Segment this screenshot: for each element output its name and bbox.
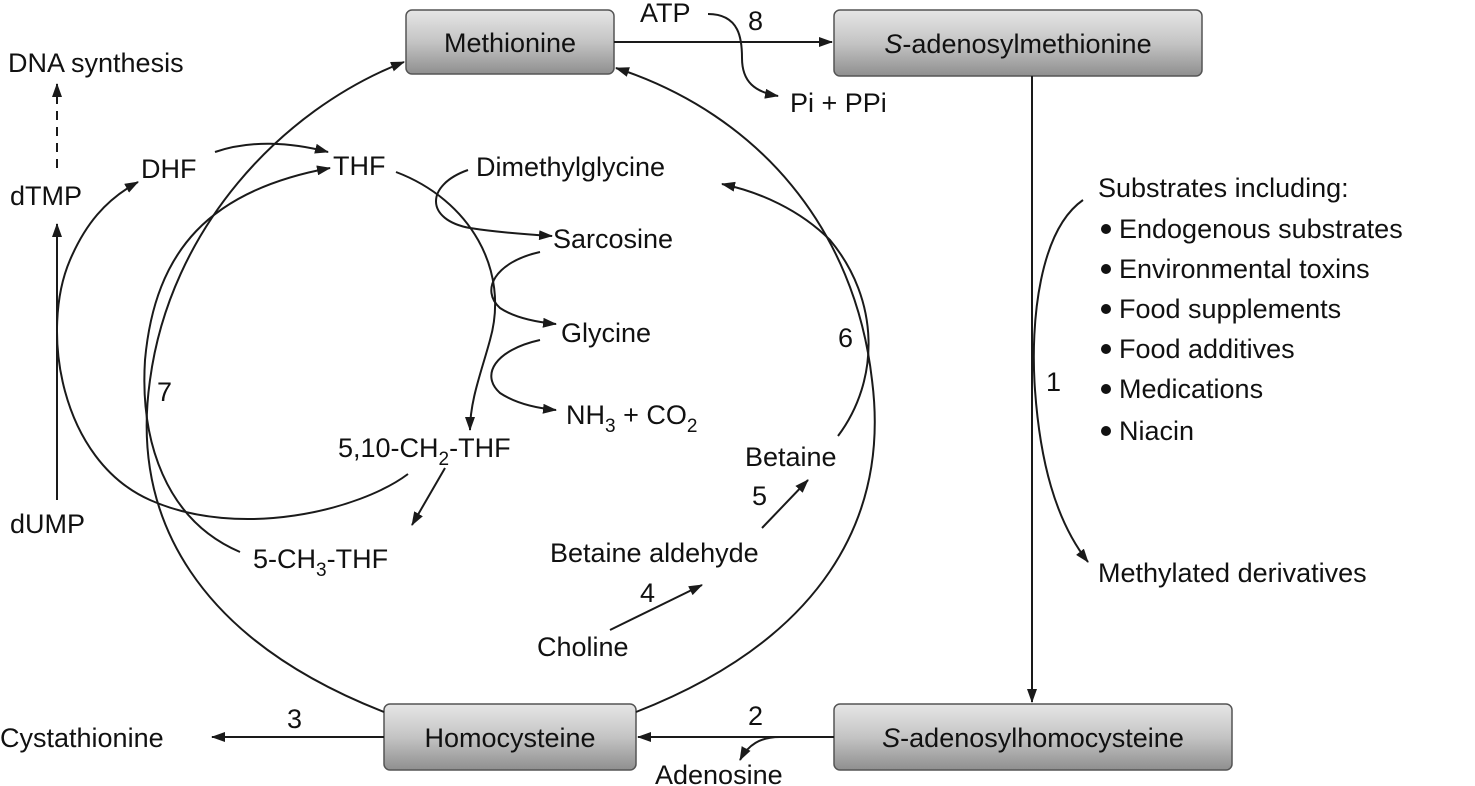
sarcosine-label: Sarcosine — [553, 224, 673, 254]
bullet-icon — [1101, 224, 1111, 234]
methionine-box: Methionine — [405, 9, 615, 75]
arrow-sarcosine-to-glycine — [490, 251, 557, 328]
bullet-icon — [1101, 304, 1111, 314]
arrow-hcy-to-met-left — [145, 61, 405, 713]
atp-label: ATP — [640, 0, 691, 28]
step-8-label: 8 — [748, 6, 763, 36]
arrow-methylene-to-methyl-thf — [411, 467, 446, 526]
arrow-dhf-to-thf — [214, 142, 329, 154]
nh3-co2-label: NH3 + CO2 — [566, 400, 697, 437]
methionine-label: Methionine — [444, 28, 576, 58]
sam-box: S-adenosylmethionine — [833, 9, 1203, 77]
arrow-choline-to-aldehyde — [609, 584, 703, 631]
sam-label: S-adenosylmethionine — [884, 29, 1151, 59]
arrow-thf-to-methylene-thf — [395, 171, 497, 431]
substrate-list: Endogenous substrates Environmental toxi… — [1101, 214, 1403, 446]
methylated-derivatives-label: Methylated derivatives — [1098, 558, 1367, 588]
betaine-label: Betaine — [745, 442, 837, 472]
step-7-label: 7 — [157, 377, 172, 407]
dump-label: dUMP — [10, 509, 85, 539]
glycine-label: Glycine — [561, 318, 651, 348]
substrate-item: Niacin — [1119, 416, 1194, 446]
dtmp-label: dTMP — [10, 181, 82, 211]
arrow-atp-to-pi — [707, 13, 779, 99]
substrate-item: Food supplements — [1119, 294, 1341, 324]
substrates-heading: Substrates including: — [1098, 173, 1349, 203]
arrow-methyl-thf-to-thf — [143, 165, 331, 553]
arrow-betaine-to-dmg — [721, 181, 870, 437]
step-3-label: 3 — [287, 704, 302, 734]
thf-label: THF — [333, 151, 385, 181]
arrow-glycine-to-nh3 — [490, 339, 557, 414]
methyl-thf-label: 5-CH3-THF — [253, 544, 388, 581]
cystathionine-label: Cystathionine — [0, 723, 164, 753]
pi-ppi-label: Pi + PPi — [790, 88, 887, 118]
sah-box: S-adenosylhomocysteine — [833, 703, 1233, 771]
substrate-item: Medications — [1119, 374, 1263, 404]
bullet-icon — [1101, 264, 1111, 274]
bullet-icon — [1101, 426, 1111, 436]
dna-synthesis-label: DNA synthesis — [8, 48, 184, 78]
adenosine-label: Adenosine — [655, 760, 783, 786]
homocysteine-box: Homocysteine — [383, 703, 637, 771]
substrate-item: Environmental toxins — [1119, 254, 1370, 284]
arrow-to-adenosine — [739, 736, 781, 761]
betaine-aldehyde-label: Betaine aldehyde — [550, 538, 759, 568]
step-2-label: 2 — [748, 701, 763, 731]
bullet-icon — [1101, 344, 1111, 354]
choline-label: Choline — [537, 632, 629, 662]
dhf-label: DHF — [141, 154, 197, 184]
arrow-aldehyde-to-betaine — [761, 479, 809, 529]
step-6-label: 6 — [838, 323, 853, 353]
methylene-thf-label: 5,10-CH2-THF — [338, 433, 511, 470]
dimethylglycine-label: Dimethylglycine — [476, 152, 665, 182]
substrate-item: Food additives — [1119, 334, 1295, 364]
step-4-label: 4 — [640, 578, 655, 608]
homocysteine-label: Homocysteine — [424, 723, 595, 753]
arrow-substrates-to-derivatives — [1032, 199, 1089, 563]
step-5-label: 5 — [752, 481, 767, 511]
arrow-hcy-to-met-right — [615, 67, 876, 713]
substrate-item: Endogenous substrates — [1119, 214, 1403, 244]
bullet-icon — [1101, 384, 1111, 394]
step-1-label: 1 — [1046, 367, 1061, 397]
sah-label: S-adenosylhomocysteine — [882, 723, 1184, 753]
arrow-methylene-thf-to-dhf — [56, 181, 409, 521]
